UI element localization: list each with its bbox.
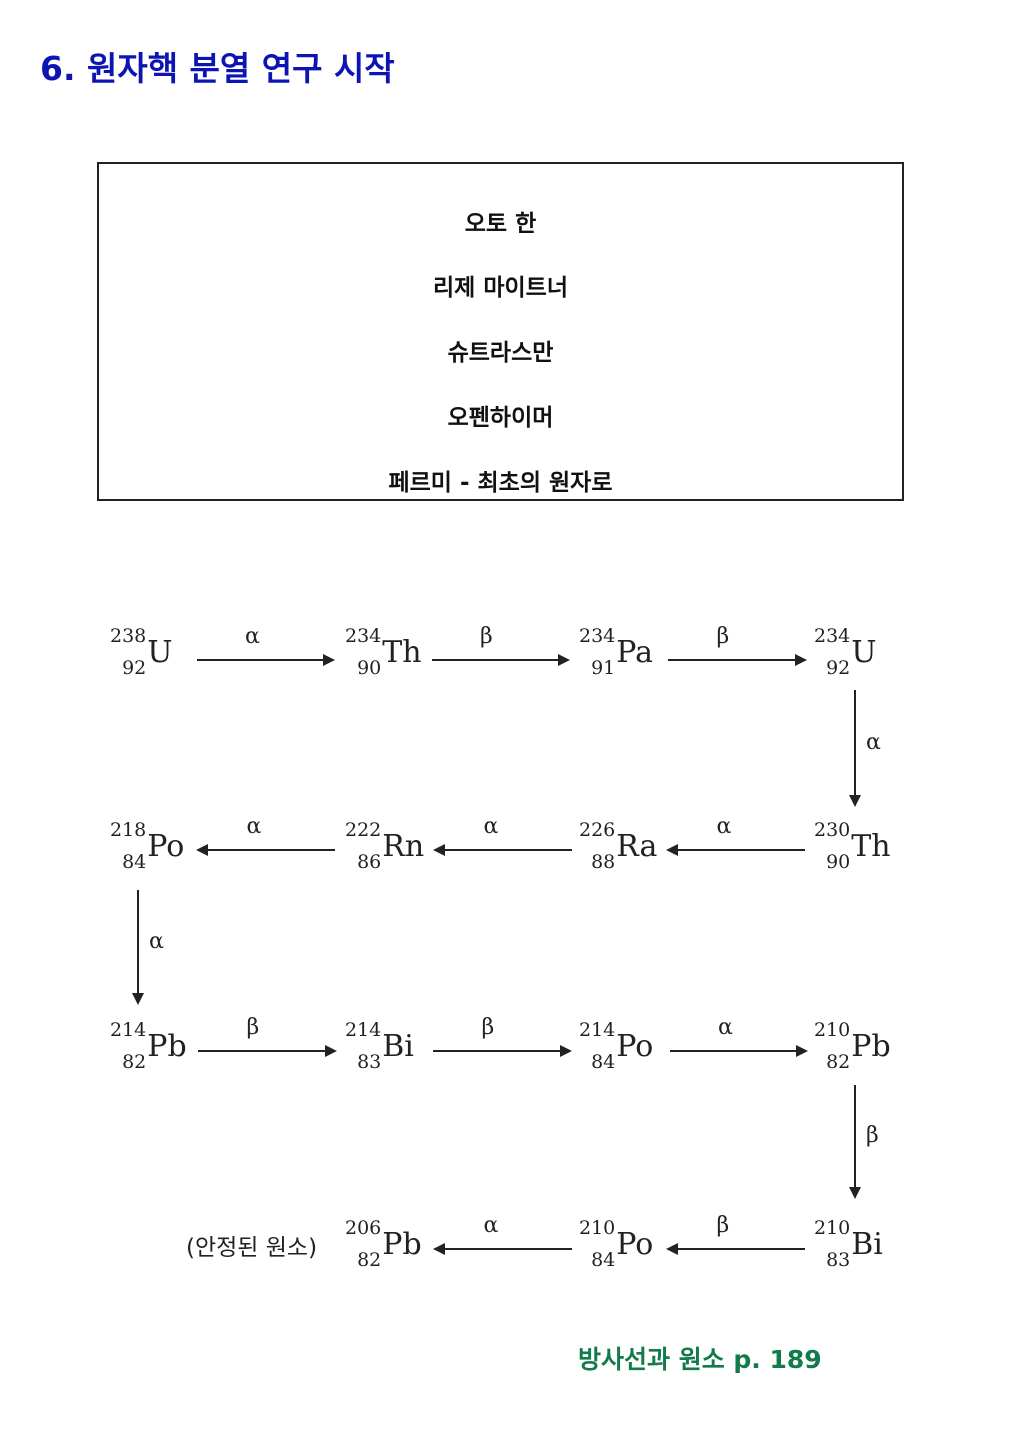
beta-decay-label: β (481, 1015, 495, 1040)
source-citation: 방사선과 원소 p. 189 (578, 1345, 822, 1374)
atomic-number: 82 (826, 1051, 851, 1073)
atomic-number: 84 (591, 1249, 616, 1271)
atomic-number: 90 (357, 657, 382, 679)
arrow-right-icon (670, 1045, 808, 1057)
atomic-number: 91 (591, 657, 616, 679)
element-symbol: Po (616, 1226, 654, 1262)
alpha-decay-label: α (245, 624, 260, 649)
atomic-number: 82 (357, 1249, 382, 1271)
element-symbol: Bi (382, 1028, 414, 1064)
mass-number: 214 (110, 1019, 147, 1041)
beta-decay-label: β (480, 624, 493, 649)
element-symbol: Pb (851, 1028, 891, 1064)
atomic-number: 86 (357, 851, 382, 873)
mass-number: 218 (110, 819, 147, 841)
arrow-down-icon (849, 1085, 861, 1199)
element-symbol: Po (616, 1028, 654, 1064)
atomic-number: 84 (591, 1051, 616, 1073)
element-symbol: Ra (616, 828, 658, 864)
element-symbol: Pb (147, 1028, 187, 1064)
alpha-decay-label: α (149, 928, 164, 954)
alpha-decay-label: α (866, 729, 881, 755)
arrow-right-icon (197, 654, 335, 666)
beta-decay-label: β (716, 624, 730, 649)
arrow-down-icon (849, 690, 861, 807)
element-symbol: Th (382, 634, 422, 670)
atomic-number: 84 (122, 851, 147, 873)
element-symbol: Po (147, 828, 185, 864)
alpha-decay-label: α (716, 814, 732, 839)
arrow-right-icon (198, 1045, 337, 1057)
atomic-number: 92 (826, 657, 851, 679)
atomic-number: 83 (826, 1249, 851, 1271)
alpha-decay-label: α (718, 1015, 733, 1040)
mass-number: 214 (579, 1019, 616, 1041)
mass-number: 230 (814, 819, 851, 841)
mass-number: 234 (579, 625, 616, 647)
arrow-left-icon (196, 844, 335, 856)
arrow-down-icon (132, 890, 144, 1005)
element-symbol: U (851, 634, 877, 670)
scientist-name: 페르미 - 최초의 원자로 (388, 470, 613, 496)
scientist-name: 리제 마이트너 (433, 275, 568, 301)
arrow-right-icon (433, 1045, 572, 1057)
beta-decay-label: β (716, 1213, 730, 1238)
mass-number: 214 (345, 1019, 382, 1041)
atomic-number: 90 (826, 851, 851, 873)
mass-number: 234 (345, 625, 382, 647)
mass-number: 222 (345, 819, 382, 841)
page-title: 6. 원자핵 분열 연구 시작 (40, 49, 395, 88)
scientist-name: 오토 한 (464, 211, 537, 237)
stable-element-label: (안정된 원소) (186, 1235, 318, 1261)
arrow-right-icon (432, 654, 570, 666)
scientist-name: 슈트라스만 (447, 340, 554, 366)
mass-number: 206 (345, 1217, 382, 1239)
mass-number: 210 (579, 1217, 616, 1239)
element-symbol: Pb (382, 1226, 422, 1262)
element-symbol: Pa (616, 634, 653, 670)
arrow-left-icon (433, 1243, 572, 1255)
alpha-decay-label: α (483, 1213, 499, 1238)
beta-decay-label: β (866, 1123, 879, 1148)
mass-number: 210 (814, 1217, 851, 1239)
scientists-box: 오토 한 리제 마이트너 슈트라스만 오펜하이머 페르미 - 최초의 원자로 (97, 162, 904, 501)
arrow-left-icon (433, 844, 572, 856)
atomic-number: 82 (122, 1051, 147, 1073)
atomic-number: 92 (122, 657, 147, 679)
mass-number: 210 (814, 1019, 851, 1041)
atomic-number: 88 (591, 851, 616, 873)
alpha-decay-label: α (246, 814, 262, 839)
scientist-name: 오펜하이머 (447, 405, 554, 431)
arrow-right-icon (668, 654, 807, 666)
beta-decay-label: β (246, 1015, 260, 1040)
mass-number: 234 (814, 625, 851, 647)
element-symbol: Th (851, 828, 891, 864)
mass-number: 238 (110, 625, 147, 647)
alpha-decay-label: α (483, 814, 499, 839)
element-symbol: Bi (851, 1226, 883, 1262)
element-symbol: Rn (382, 828, 425, 864)
atomic-number: 83 (357, 1051, 382, 1073)
element-symbol: U (147, 634, 173, 670)
mass-number: 226 (579, 819, 616, 841)
arrow-left-icon (666, 844, 805, 856)
arrow-left-icon (666, 1243, 805, 1255)
